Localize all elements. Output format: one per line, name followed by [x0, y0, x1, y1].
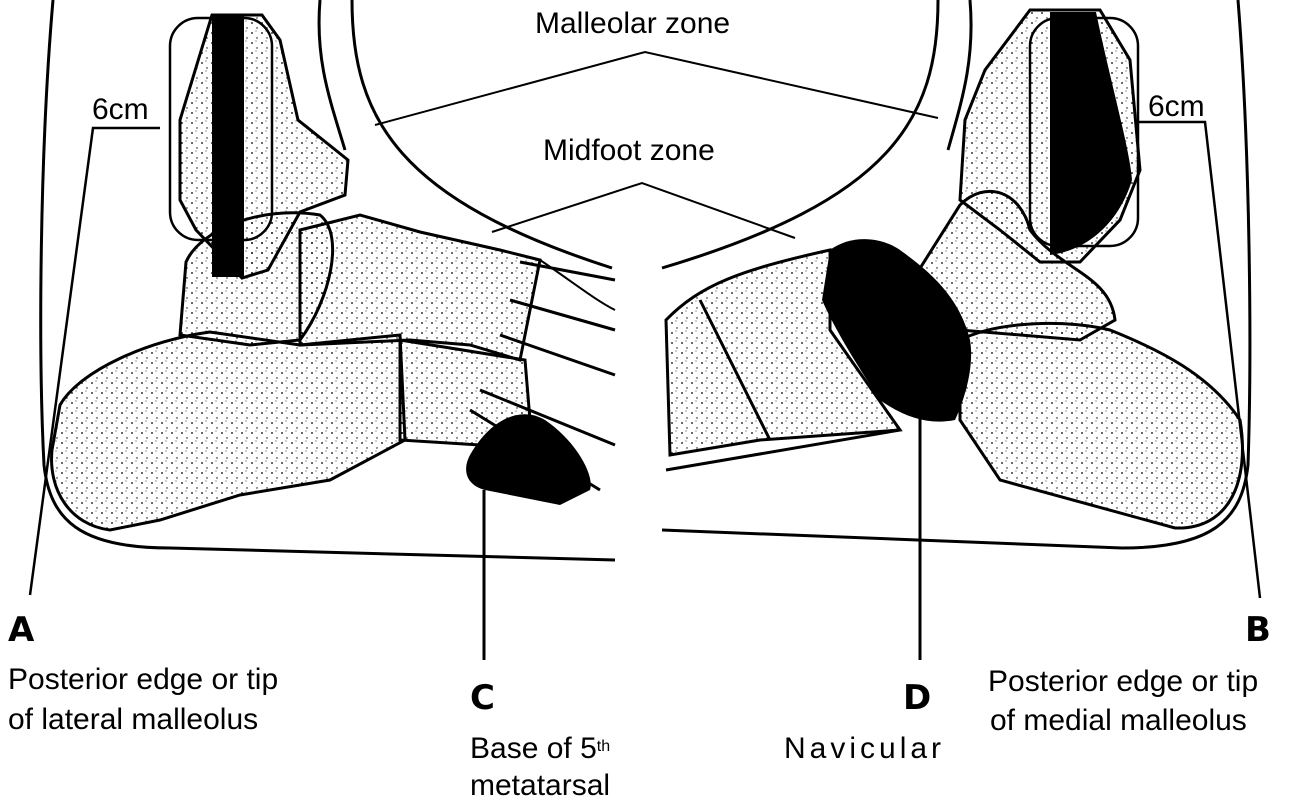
point-c-desc-line2: metatarsal: [470, 768, 610, 804]
point-b-desc-line2: of medial malleolus: [990, 703, 1247, 739]
point-c-letter: C: [470, 680, 495, 716]
malleolar-zone-label: Malleolar zone: [535, 6, 730, 42]
point-a-letter: A: [8, 612, 34, 648]
point-d-desc-line1: Navicular: [784, 731, 945, 767]
point-a-desc-line1: Posterior edge or tip: [8, 662, 278, 698]
distance-label-left: 6cm: [92, 92, 149, 128]
medial-calcaneus: [960, 323, 1242, 528]
point-c-desc-line1: Base of 5th: [470, 731, 610, 767]
point-c-superscript: th: [597, 738, 610, 755]
point-b-letter: B: [1245, 612, 1271, 648]
point-d-letter: D: [903, 680, 931, 716]
lateral-calcaneus: [52, 332, 405, 530]
distance-label-right: 6cm: [1148, 89, 1205, 125]
point-a-desc-line2: of lateral malleolus: [8, 702, 258, 738]
midfoot-zone-label: Midfoot zone: [543, 133, 715, 169]
point-b-desc-line1: Posterior edge or tip: [988, 664, 1258, 700]
